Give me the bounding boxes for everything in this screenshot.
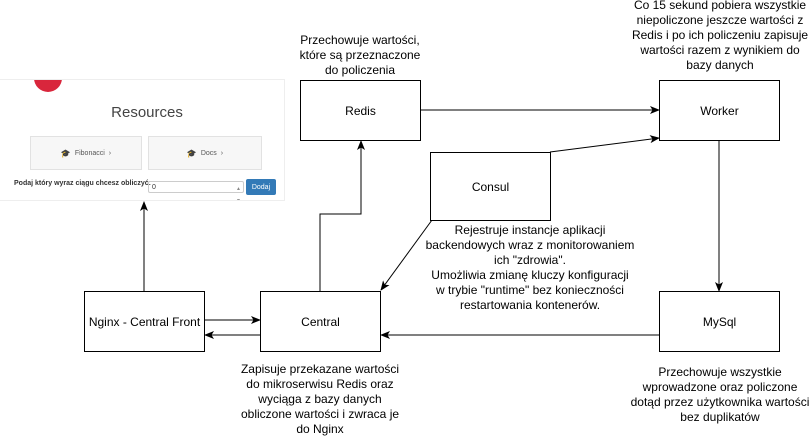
note-line: w trybie "runtime" bez konieczności (436, 283, 624, 297)
note-line: bazy danych (686, 58, 754, 72)
spinner-arrows-icon[interactable]: ▲▼ (236, 186, 241, 200)
note-line: Przechowuje wartości, (300, 33, 420, 47)
note-line: wyciąga z bazy danych (258, 392, 382, 406)
note-line: wartości razem z wynikiem do (640, 43, 800, 57)
note-line: Przechowuje wszystkie (658, 365, 782, 379)
screenshot-title: Resources (111, 104, 183, 121)
central-box: Central (260, 291, 381, 352)
note-line: restartowania kontenerów. (459, 298, 601, 312)
redis-box: Redis (300, 80, 421, 141)
note-line: Zapisuje przekazane wartości (240, 362, 400, 376)
worker-note: Co 15 sekund pobiera wszystkie niepolicz… (620, 0, 811, 73)
note-line: dotąd przez użytkownika wartości (630, 395, 810, 409)
note-line: Redis i po ich policzeniu zapisuje (631, 28, 809, 42)
nginx-box: Nginx - Central Front (84, 291, 205, 352)
fibonacci-index-input[interactable]: 0 ▲▼ (148, 181, 244, 200)
note-line: backendowych wraz z monitorowaniem (425, 238, 635, 252)
note-line: Co 15 sekund pobiera wszystkie (633, 0, 807, 12)
mysql-note: Przechowuje wszystkie wprowadzone oraz p… (630, 365, 810, 425)
docs-card-label: Docs (200, 149, 217, 157)
app-logo (34, 80, 62, 92)
note-line: do Nginx (296, 422, 344, 436)
frontend-screenshot: Resources 🎓 Fibonacci › 🎓 Docs › Podaj k… (0, 80, 284, 200)
arrow-central-redis (319, 140, 365, 291)
note-line: obliczone wartości i zwraca je (240, 407, 400, 421)
note-line: Umożliwia zmianę kluczy konfiguracji (431, 268, 629, 282)
central-note: Zapisuje przekazane wartości do mikroser… (230, 362, 410, 437)
redis-note: Przechowuje wartości, które są przeznacz… (285, 33, 435, 78)
mysql-box: MySql (659, 291, 780, 352)
worker-box: Worker (659, 80, 780, 141)
docs-card[interactable]: 🎓 Docs › (148, 136, 262, 170)
fibonacci-prompt: Podaj który wyraz ciągu chcesz obliczyć: (14, 180, 151, 187)
note-line: wprowadzone oraz policzone (642, 380, 798, 394)
chevron-right-icon: › (220, 149, 224, 157)
consul-box: Consul (430, 152, 551, 221)
arrow-consul-central (380, 219, 433, 291)
fibonacci-card-label: Fibonacci (74, 149, 105, 157)
graduation-cap-icon: 🎓 (60, 148, 71, 158)
arrow-consul-worker (549, 135, 660, 153)
note-line: Rejestruje instancje aplikacji (454, 223, 606, 237)
note-line: do mikroserwisu Redis oraz (246, 377, 394, 391)
note-line: ich "zdrowia". (494, 253, 566, 267)
consul-note: Rejestruje instancje aplikacji backendow… (420, 223, 640, 313)
note-line: bez duplikatów (680, 410, 760, 424)
note-line: które są przeznaczone (299, 48, 421, 62)
add-button[interactable]: Dodaj (246, 179, 276, 195)
fibonacci-card[interactable]: 🎓 Fibonacci › (30, 136, 142, 170)
fibonacci-index-value: 0 (152, 184, 156, 191)
graduation-cap-icon: 🎓 (186, 148, 197, 158)
note-line: do policzenia (324, 63, 396, 77)
note-line: niepoliczone jeszcze wartości z (636, 13, 804, 27)
chevron-right-icon: › (108, 149, 112, 157)
